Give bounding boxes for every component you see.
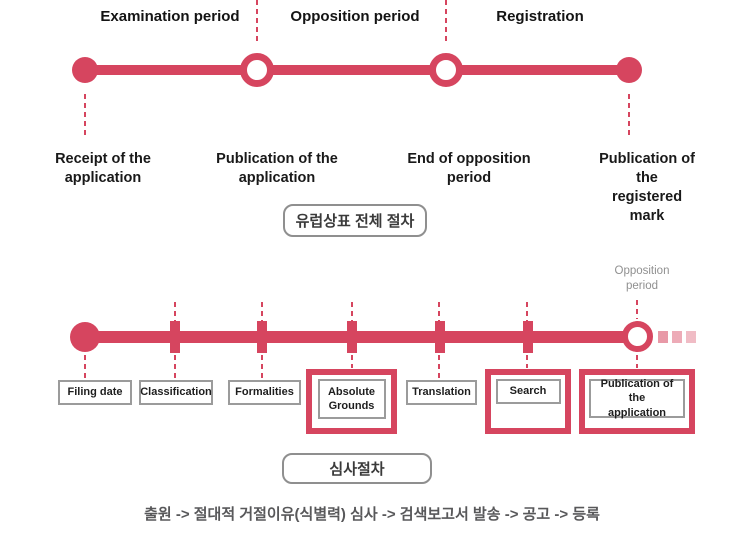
dashed-connector	[261, 355, 263, 379]
step-box-absolute-grounds: Absolute Grounds	[317, 379, 386, 419]
step-box-formalities: Formalities	[228, 380, 301, 405]
timeline-tick	[347, 321, 357, 353]
timeline-tick	[435, 321, 445, 353]
milestone-node-registered-mark	[616, 57, 642, 83]
milestone-label-registered-mark: Publication of the registered mark	[599, 151, 695, 224]
dashed-connector	[351, 302, 353, 322]
step-box-filing-date: Filing date	[58, 380, 132, 405]
milestone-label-receipt: Receipt of the application	[55, 151, 151, 186]
milestone-label-publication: Publication of the application	[216, 151, 338, 186]
fade-dash	[658, 331, 668, 343]
timeline-tick	[170, 321, 180, 353]
dashed-connector	[636, 300, 638, 319]
dashed-connector	[526, 355, 528, 368]
step-node-publication-circle	[622, 321, 653, 352]
dashed-connector	[526, 302, 528, 322]
milestone-label-end-opposition: End of opposition period	[407, 151, 531, 186]
dashed-connector	[84, 94, 86, 138]
highlight-frame-publication: Publication of the application	[579, 369, 695, 434]
caption-overall-procedure-text: 유럽상표 전체 절차	[295, 213, 415, 230]
step-box-translation: Translation	[406, 380, 477, 405]
step-box-publication: Publication of the application	[589, 378, 685, 419]
caption-overall-procedure: 유럽상표 전체 절차	[283, 204, 427, 237]
milestone-node-end-opposition	[429, 53, 463, 87]
dashed-connector	[261, 302, 263, 322]
dashed-connector	[256, 0, 258, 45]
caption-examination-procedure-text: 심사절차	[329, 461, 385, 478]
phase-label-registration: Registration	[496, 8, 584, 25]
milestone-node-receipt	[72, 57, 98, 83]
highlight-frame-absolute-grounds: Absolute Grounds	[306, 369, 397, 434]
dashed-connector	[445, 0, 447, 45]
fade-dash	[672, 331, 682, 343]
dashed-connector	[438, 302, 440, 322]
dashed-connector	[628, 94, 630, 138]
step-box-search: Search	[495, 379, 561, 404]
dashed-connector	[438, 355, 440, 379]
dashed-connector	[174, 355, 176, 379]
phase-label-opposition-period: Opposition period	[290, 8, 420, 25]
dashed-connector	[351, 355, 353, 368]
phase-label-examination-period: Examination period	[100, 8, 240, 25]
timeline-bar-examination	[85, 331, 638, 343]
timeline-bar-overall	[85, 65, 629, 75]
opposition-period-annotation: Opposition period	[614, 265, 670, 292]
dashed-connector	[84, 355, 86, 379]
timeline-tick	[257, 321, 267, 353]
step-node-filing	[70, 322, 100, 352]
dashed-connector	[636, 355, 638, 368]
timeline-tick	[523, 321, 533, 353]
milestone-node-publication	[240, 53, 274, 87]
dashed-connector	[174, 302, 176, 322]
highlight-frame-search: Search	[485, 369, 571, 434]
step-box-classification: Classification	[139, 380, 213, 405]
caption-examination-procedure: 심사절차	[282, 453, 432, 484]
footer-summary: 출원 -> 절대적 거절이유(식별력) 심사 -> 검색보고서 발송 -> 공고…	[144, 506, 600, 523]
fade-dash	[686, 331, 696, 343]
